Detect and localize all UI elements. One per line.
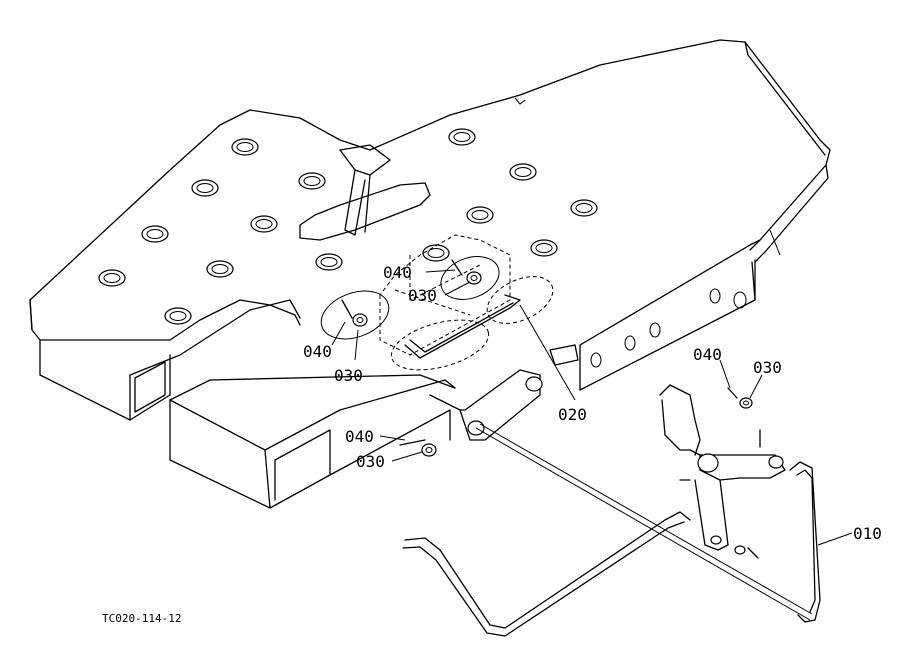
callout-030-right: 030 [753,358,782,377]
callout-040-upper: 040 [383,263,412,282]
pedal-bracket [339,144,391,236]
callout-020: 020 [558,405,587,424]
plate-bosses [98,128,598,325]
pedal-lever [659,384,786,551]
long-link-rod [475,423,813,621]
floor-plate [29,39,831,391]
washer-group-lower [399,439,437,457]
washer-group-right [727,387,759,559]
washer-group-upper [440,256,500,300]
bent-rod [402,511,691,637]
figure-id: TC020-114-12 [102,612,181,625]
rod-020 [390,276,554,371]
callout-010: 010 [853,524,882,543]
pivot-arm [429,369,543,441]
callout-030-lower: 030 [356,452,385,471]
callout-040-left: 040 [303,342,332,361]
callout-040-lower: 040 [345,427,374,446]
callout-030-upper: 030 [408,286,437,305]
rod-010 [789,461,821,623]
leader-lines [331,269,853,546]
callout-labels: 040 030 040 030 040 030 020 040 030 010 [303,263,882,543]
hidden-detail [379,234,511,356]
callout-040-right: 040 [693,345,722,364]
washer-group-left [320,290,390,340]
left-rail-box [39,339,171,421]
front-rail-box [169,374,456,509]
callout-030-left: 030 [334,366,363,385]
